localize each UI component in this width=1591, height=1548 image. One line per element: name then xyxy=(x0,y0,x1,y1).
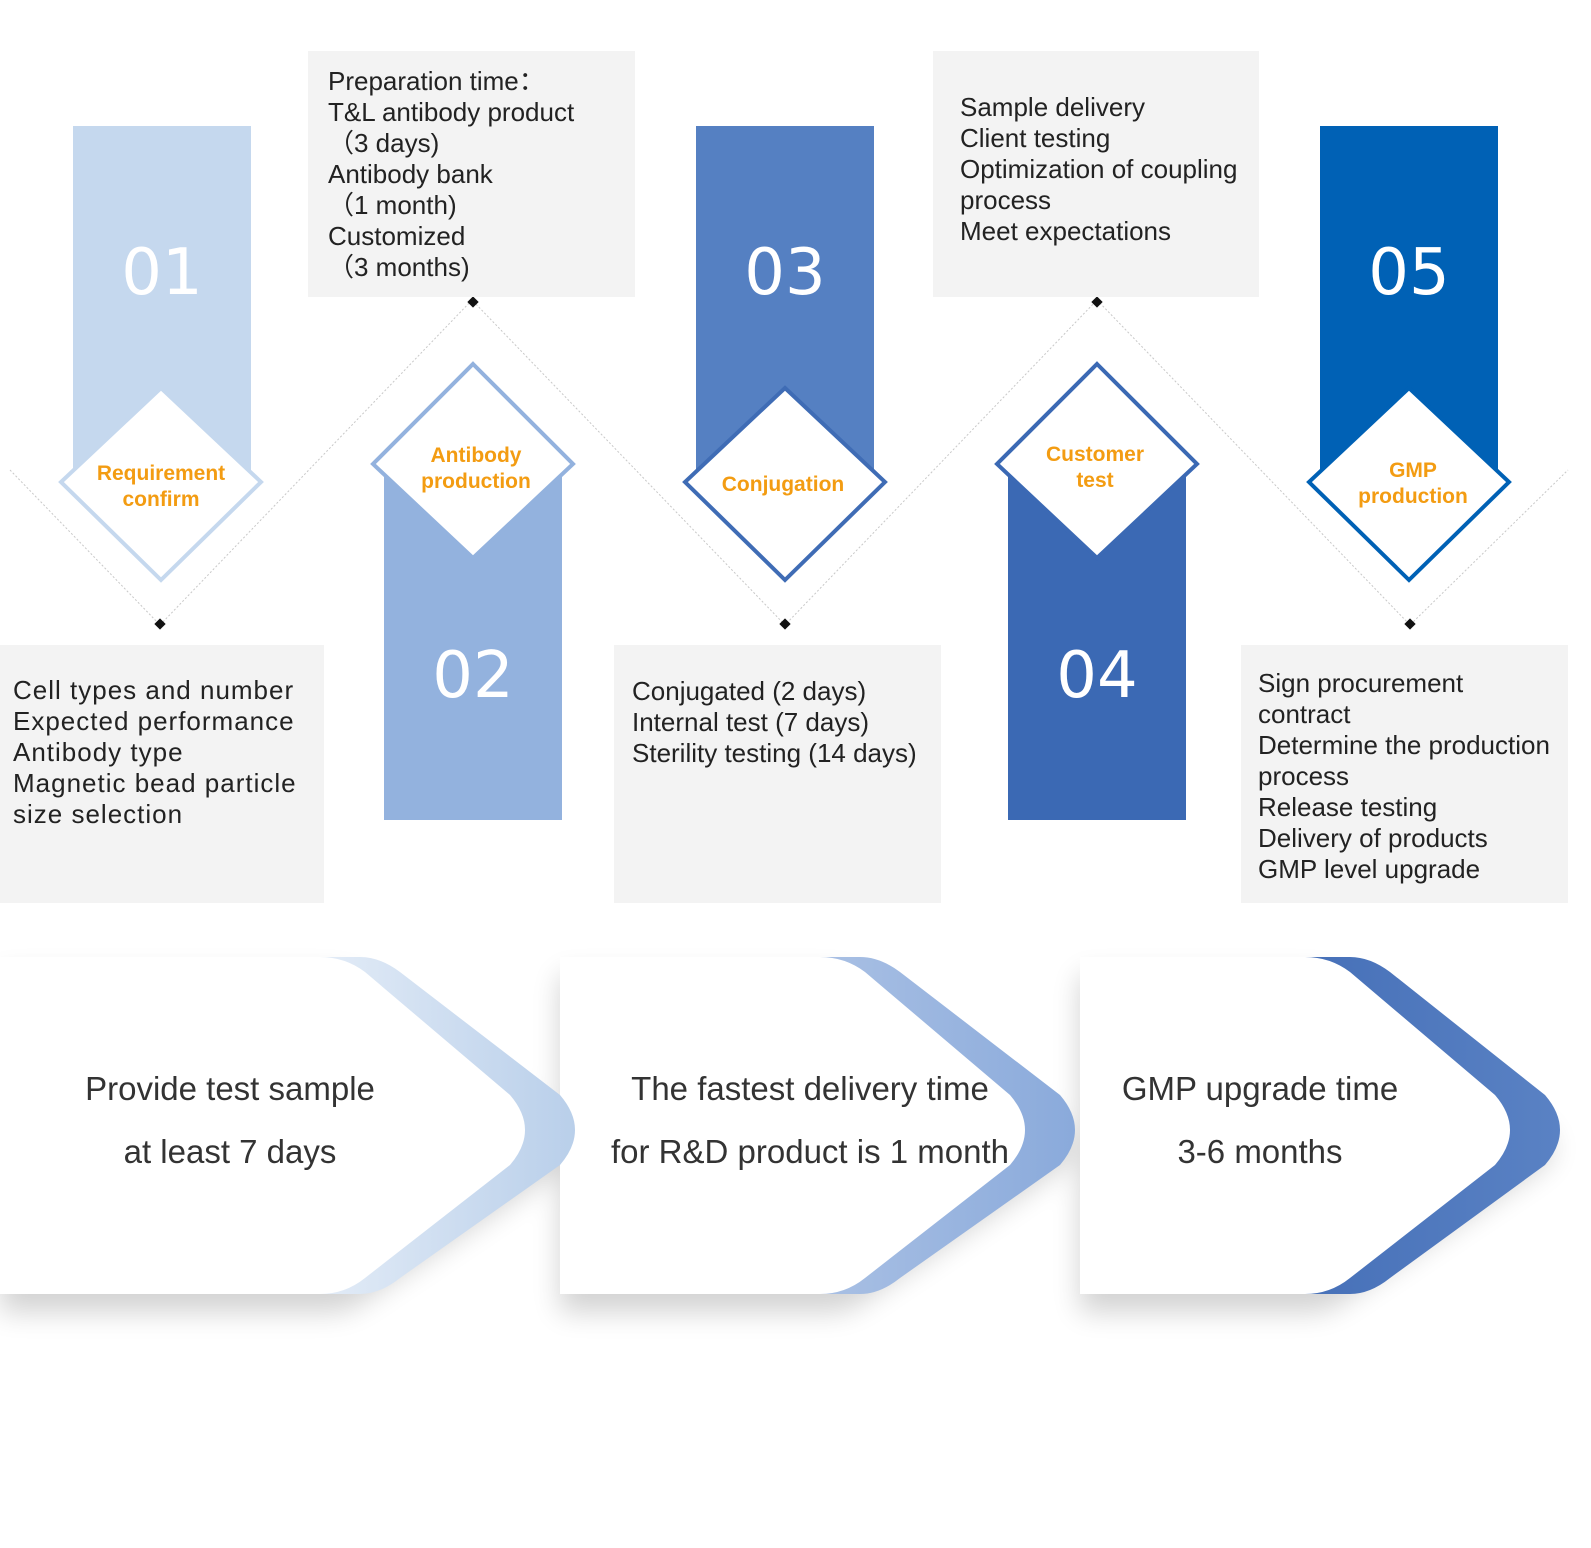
step-01-label: Requirement confirm xyxy=(96,462,226,511)
step-05-number: 05 xyxy=(1368,236,1450,310)
step-05-label: GMP production xyxy=(1358,459,1468,508)
step-05-diamond xyxy=(1306,385,1512,583)
step-02-details: Preparation time： T&L antibody product （… xyxy=(308,51,635,297)
step-02-number: 02 xyxy=(432,639,514,713)
timeline-chevrons xyxy=(0,957,1560,1294)
step-03-diamond xyxy=(682,385,888,583)
step-01-details: Cell types and number Expected performan… xyxy=(0,645,324,903)
step-01-number: 01 xyxy=(121,236,203,310)
timeline-text-1: Provide test sample at least 7 days xyxy=(85,1070,375,1170)
step-diamonds xyxy=(58,361,1512,583)
timeline-arrow-1 xyxy=(320,957,575,1294)
step-03-label: Conjugation xyxy=(721,473,845,496)
timeline-text-2: The fastest delivery time for R&D produc… xyxy=(611,1070,1009,1170)
step-02-label: Antibody production xyxy=(421,444,531,493)
step-01-diamond xyxy=(58,385,264,583)
step-03-number: 03 xyxy=(744,236,826,310)
step-03-details: Conjugated (2 days) Internal test (7 day… xyxy=(614,645,941,903)
step-04-number: 04 xyxy=(1056,639,1138,713)
timeline-segment-2 xyxy=(560,957,1073,1294)
timeline-segment-1 xyxy=(0,957,573,1294)
timeline-arrow-2 xyxy=(820,957,1075,1294)
step-02-diamond xyxy=(370,361,576,561)
step-04-diamond xyxy=(994,361,1200,561)
step-04-label: Customer test xyxy=(1045,443,1145,492)
timeline-arrow-3 xyxy=(1305,957,1560,1294)
timeline-text-3: GMP upgrade time 3-6 months xyxy=(1121,1070,1399,1170)
step-05-details: Sign procurement contract Determine the … xyxy=(1241,645,1568,903)
step-04-details: Sample delivery Client testing Optimizat… xyxy=(933,51,1259,297)
